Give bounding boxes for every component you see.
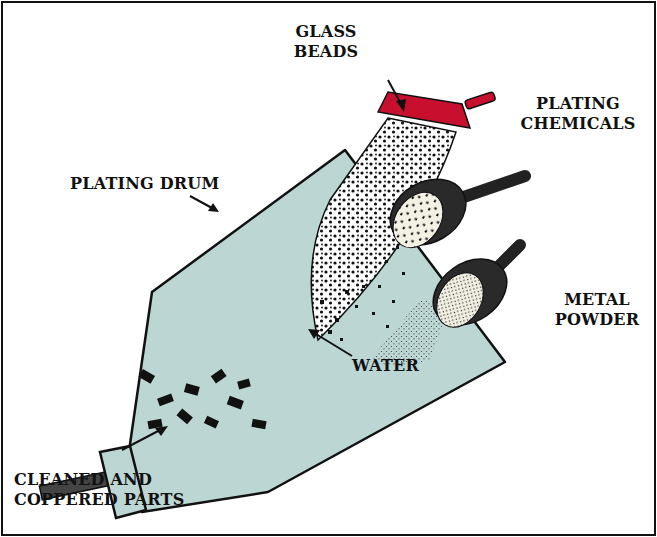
part-label: PLATING CHEMICALS [508,94,648,134]
part-label: GLASS BEADS [271,22,381,62]
part-label: CLEANED AND COPPERED PARTS [14,470,214,510]
part-label: PLATING DRUM [70,174,219,194]
part-label: WATER [352,356,419,376]
part-label: METAL POWDER [542,290,652,330]
